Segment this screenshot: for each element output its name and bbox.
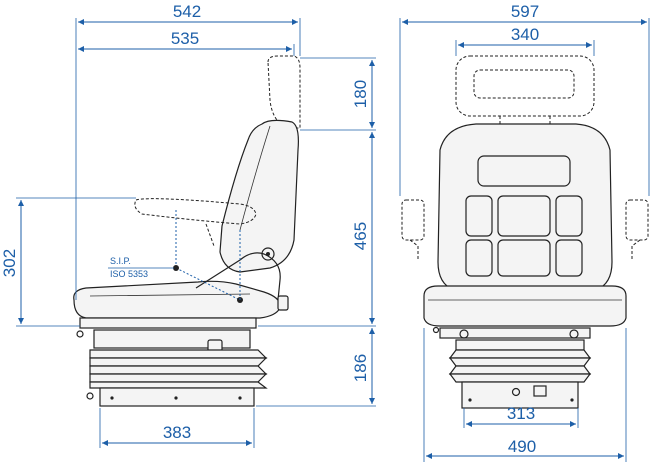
sip-label-line2: ISO 5353 xyxy=(110,269,148,279)
front-base-plate xyxy=(461,381,579,409)
side-slide-rail xyxy=(79,317,257,329)
dim-suspension-height: 186 xyxy=(351,354,370,382)
dim-headrest-width: 340 xyxy=(511,25,539,44)
dim-backrest-height: 465 xyxy=(351,222,370,250)
side-seat-frame xyxy=(195,252,281,301)
sip-point-marker xyxy=(173,265,179,271)
dim-base-width: 383 xyxy=(163,423,191,442)
side-headrest-outline xyxy=(267,55,301,129)
dim-side-seat-width: 535 xyxy=(171,29,199,48)
side-armrest-outline xyxy=(134,198,257,225)
front-slide-rail xyxy=(439,327,591,339)
front-suspension-top xyxy=(455,339,585,351)
front-armrests xyxy=(401,199,649,260)
front-backrest xyxy=(437,123,613,291)
side-suspension-bellows xyxy=(89,349,268,389)
dim-side-total-width: 542 xyxy=(173,2,201,21)
dim-seat-width: 490 xyxy=(508,437,536,456)
side-dimensions: 542 535 180 465 186 302 383 xyxy=(0,2,376,448)
dim-rail-width: 313 xyxy=(507,404,535,423)
side-backrest xyxy=(219,119,299,273)
front-view xyxy=(401,55,649,409)
front-suspension-bellows xyxy=(448,349,592,383)
front-headrest-outline xyxy=(455,55,595,117)
dim-sip-height: 302 xyxy=(0,249,19,277)
front-backrest-panels xyxy=(465,155,583,277)
side-suspension-top xyxy=(93,329,251,349)
side-seat-cushion xyxy=(73,280,281,319)
front-dimensions: 597 340 313 490 xyxy=(399,2,650,462)
front-seat-cushion xyxy=(423,285,627,327)
dim-front-total-width: 597 xyxy=(511,2,539,21)
sip-label-line1: S.I.P. xyxy=(110,256,131,266)
side-view: S.I.P. ISO 5353 xyxy=(73,55,301,407)
side-adjust-lever xyxy=(277,295,289,311)
dim-headrest-height: 180 xyxy=(351,80,370,108)
